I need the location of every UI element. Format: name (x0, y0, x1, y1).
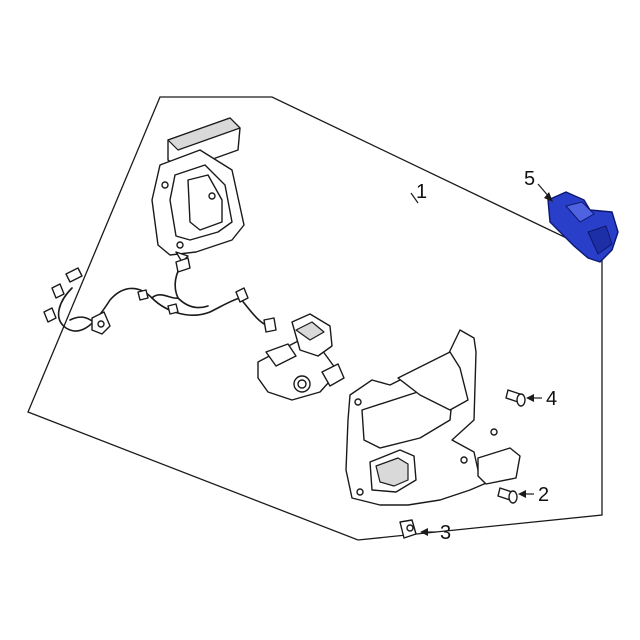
callout-4-label: 4 (546, 388, 557, 410)
sensor-part (547, 191, 619, 263)
callout-3-arrow (420, 528, 428, 536)
main-bracket-part (345, 329, 521, 506)
bolt-4-part (505, 389, 526, 407)
callout-2-label: 2 (538, 484, 549, 506)
callout-1-label: 1 (416, 181, 427, 203)
bolt-3-part (399, 519, 417, 539)
callout-1-leader (410, 192, 419, 204)
actuator-motor-part (257, 313, 345, 401)
mirror-bracket-part (151, 117, 245, 263)
callout-5-arrow (544, 192, 553, 202)
assembly-boundary (27, 96, 603, 541)
callout-2-arrow (518, 490, 526, 498)
wiring-harness-part (43, 257, 277, 335)
bolt-2-part (497, 487, 518, 504)
callout-5-label: 5 (524, 168, 535, 190)
callout-3-label: 3 (440, 522, 451, 544)
callout-4-arrow (526, 394, 534, 402)
